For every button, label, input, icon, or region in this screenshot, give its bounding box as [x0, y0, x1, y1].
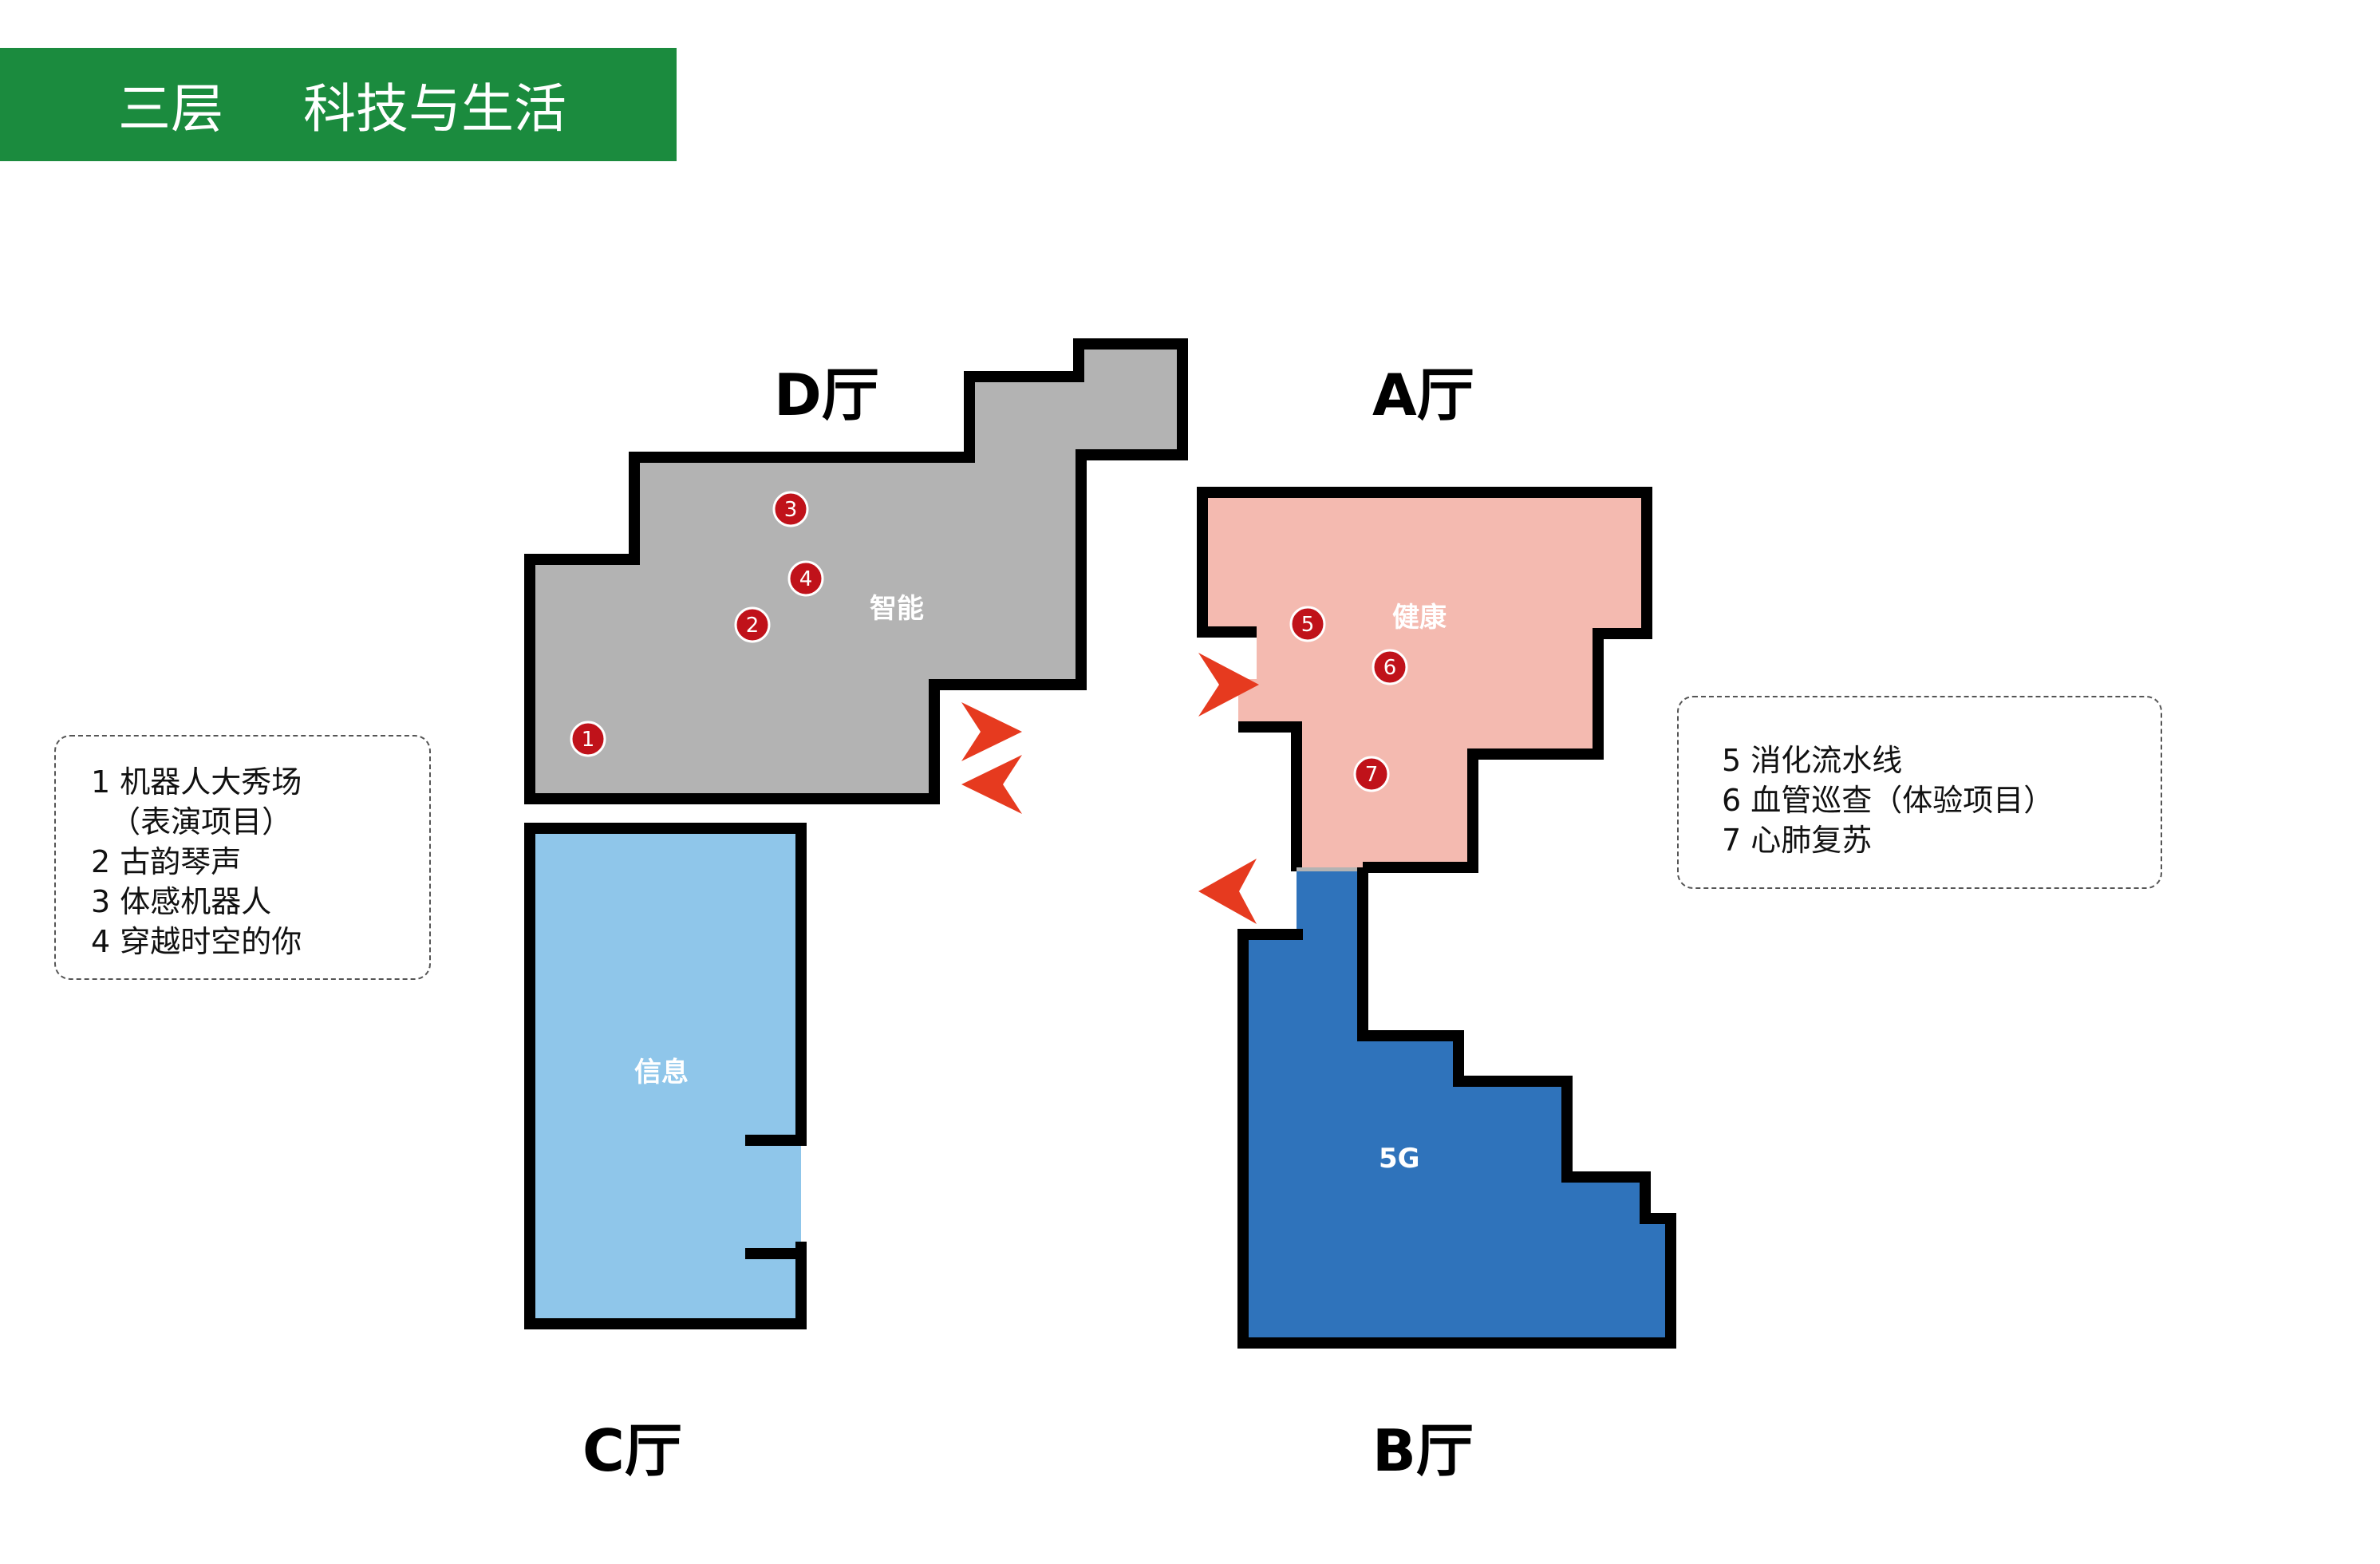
hall-label-c: C厅	[582, 1417, 682, 1484]
zone-health-wall-lower	[1238, 721, 1302, 871]
legend-left-item-4: 3 体感机器人	[91, 884, 272, 919]
legend-left: 1 机器人大秀场 （表演项目） 2 古韵琴声 3 体感机器人 4 穿越时空的你	[54, 735, 431, 980]
legend-left-item-1: 1 机器人大秀场	[91, 764, 302, 800]
marker-4-number: 4	[799, 567, 813, 591]
hall-label-b: B厅	[1372, 1417, 1474, 1484]
marker-3: 3	[772, 491, 809, 527]
hall-label-d: D厅	[774, 361, 879, 429]
zone-info-area	[530, 828, 801, 1324]
arrow-icon-3	[1198, 653, 1259, 717]
theme-title: 科技与生活	[303, 78, 566, 140]
legend-left-item-2: （表演项目）	[91, 804, 293, 839]
marker-2-number: 2	[746, 614, 760, 638]
legend-left-item-3: 2 古韵琴声	[91, 844, 242, 879]
marker-5: 5	[1289, 606, 1326, 642]
zone-health-area	[1202, 492, 1647, 871]
zone-label-health: 健康	[1392, 602, 1447, 634]
marker-7-number: 7	[1365, 763, 1379, 787]
marker-6: 6	[1372, 649, 1408, 685]
marker-5-number: 5	[1301, 613, 1315, 637]
zone-health-wall	[1197, 487, 1652, 873]
marker-1: 1	[570, 721, 606, 757]
marker-4: 4	[787, 560, 824, 597]
legend-right: 5 消化流水线 6 血管巡查（体验项目） 7 心肺复苏	[1677, 696, 2162, 889]
legend-right-item-6: 6 血管巡查（体验项目）	[1722, 783, 2054, 818]
header-bar: 三层 科技与生活	[0, 48, 677, 161]
zone-5g-wall	[1237, 867, 1676, 1349]
arrow-icon-4	[1198, 859, 1257, 924]
zone-5g-area	[1243, 871, 1671, 1343]
zone-label-5g: 5G	[1379, 1143, 1420, 1175]
floor-title: 三层	[118, 78, 223, 140]
marker-7: 7	[1353, 756, 1390, 792]
marker-1-number: 1	[582, 728, 595, 752]
marker-6-number: 6	[1383, 656, 1397, 680]
zone-info-wall	[524, 823, 807, 1329]
marker-2: 2	[734, 606, 771, 643]
marker-3-number: 3	[784, 498, 798, 522]
zone-smart-area	[524, 338, 1188, 804]
hall-label-a: A厅	[1372, 361, 1474, 429]
arrow-icon-1	[961, 702, 1022, 761]
arrow-icon-2	[961, 755, 1022, 814]
legend-right-item-5: 5 消化流水线	[1722, 743, 1903, 778]
legend-left-item-5: 4 穿越时空的你	[91, 924, 302, 959]
zone-label-info: 信息	[634, 1056, 689, 1088]
legend-right-item-7: 7 心肺复苏	[1722, 823, 1873, 858]
zone-label-smart: 智能	[870, 593, 924, 625]
